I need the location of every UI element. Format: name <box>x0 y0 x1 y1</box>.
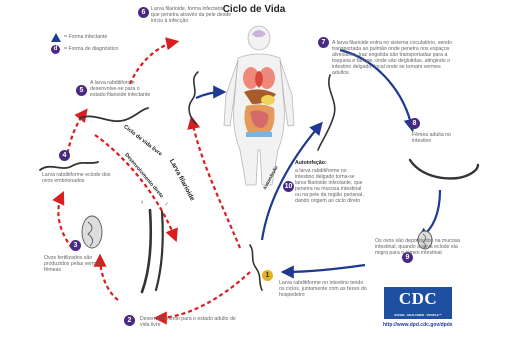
arrow-free-1-2 <box>158 272 250 318</box>
cdc-logo-text: CDC <box>399 289 437 308</box>
diagnostic-stage-icon: d <box>51 45 60 54</box>
legend-infective-label: = Forma infectante <box>64 34 107 40</box>
step-2-badge: 2 <box>124 315 135 326</box>
step-3-text: Ovos fertilizados são produzidos pelas v… <box>44 255 116 273</box>
svg-text:♀: ♀ <box>140 200 145 206</box>
step-4-text: Larva rabditiforme eclode dos ovos embri… <box>42 172 116 184</box>
infective-stage-icon <box>51 33 61 42</box>
cdc-logo-subtitle: SAFER · HEALTHIER · PEOPLE™ <box>384 313 452 317</box>
step-4-badge: 4 <box>59 150 70 161</box>
egg-drawing <box>82 216 102 248</box>
step-6-text: Larva filarioide, forma infectante que p… <box>151 6 233 24</box>
larva-step5-drawing <box>80 108 148 121</box>
step-3-badge: 3 <box>70 240 81 251</box>
arrow-parasitic-6-7 <box>196 92 222 98</box>
step-10-badge: 10 <box>283 181 294 192</box>
step-2-text: Desenvolvimento para o estado adulto de … <box>140 316 236 328</box>
cdc-logo: CDC SAFER · HEALTHIER · PEOPLE™ <box>384 287 452 319</box>
svg-text:♂: ♂ <box>164 202 169 208</box>
step-10-text: a larva rabditiforme no intestino delgad… <box>295 168 367 204</box>
human-body-illustration <box>224 26 294 185</box>
step-8-badge: 8 <box>409 118 420 129</box>
step-1-badge: 1 <box>262 270 273 281</box>
larva-step4-drawing <box>40 162 98 170</box>
step-8-text: Fêmea adulta no intestino <box>412 132 458 144</box>
larva-step1-drawing <box>250 245 262 290</box>
step-7-text: A larva filarioide entra no sistema circ… <box>332 40 454 76</box>
arrow-free-5-6 <box>130 42 175 84</box>
arrow-free-3-4 <box>58 195 72 248</box>
step-9-text: Os ovos são depositados na mucosa intest… <box>375 238 467 256</box>
cdc-url-link[interactable]: http://www.dpd.cdc.gov/dpdx <box>383 322 453 328</box>
step-6-badge: 6 <box>138 7 149 18</box>
legend-diagnostic-label: = Forma de diagnóstico <box>64 46 118 52</box>
step-7-badge: 7 <box>318 37 329 48</box>
diagram-title: Ciclo de Vida <box>0 4 508 15</box>
step-5-badge: 5 <box>76 85 87 96</box>
step-5-text: A larva rabditiforme desenvolve-se para … <box>90 80 156 98</box>
arrow-free-filarioide <box>192 120 240 248</box>
arrow-parasitic-9-1 <box>285 265 365 272</box>
step-1-text: Larva rabditiforme no intestino tendo os… <box>279 280 369 298</box>
adult-female-drawing <box>410 160 478 178</box>
step-10-title: Autoinfeção: <box>295 160 327 166</box>
larva-step7-drawing <box>318 75 335 150</box>
arrow-parasitic-8-9 <box>420 190 440 238</box>
